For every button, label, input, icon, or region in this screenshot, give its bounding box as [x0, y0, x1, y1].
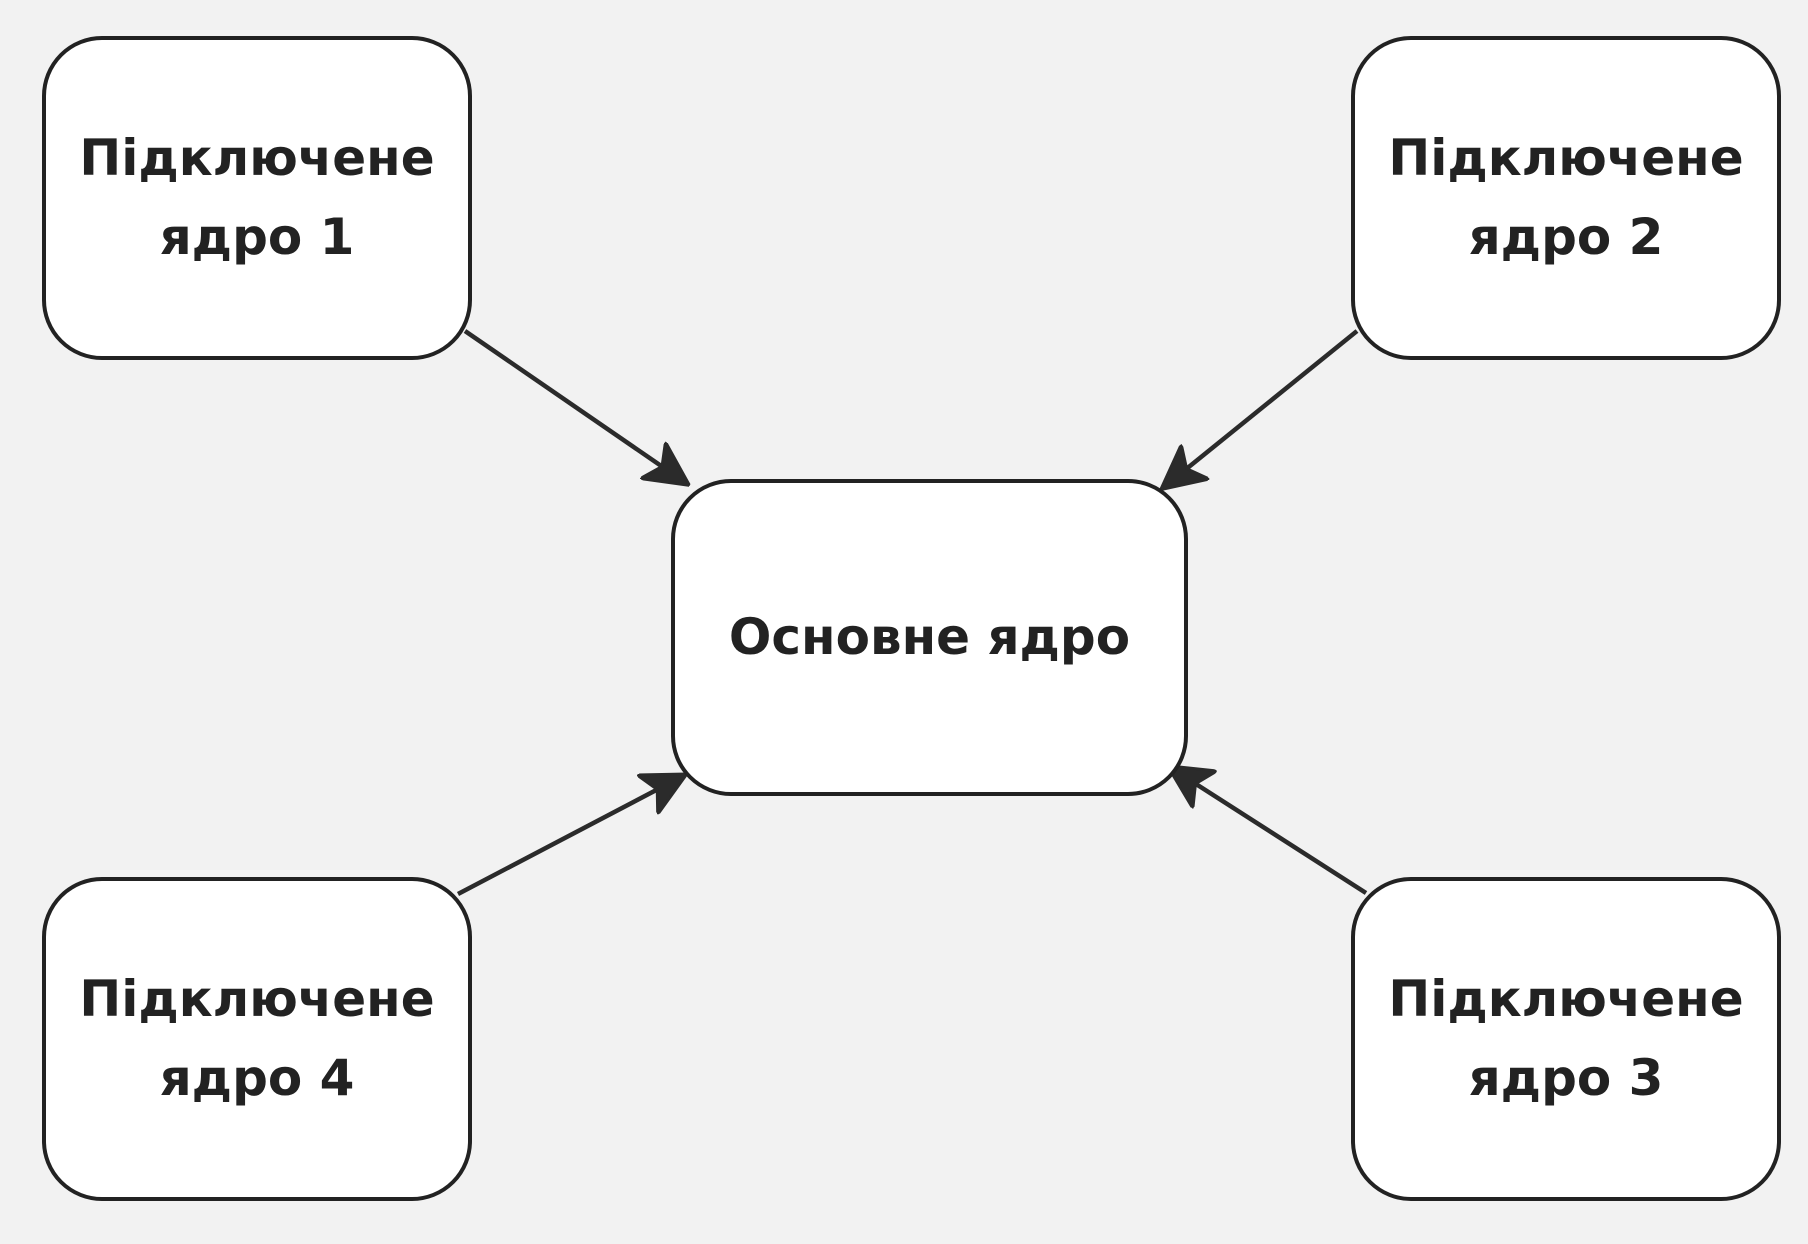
node-connected-core-2: Підключене ядро 2	[1351, 36, 1781, 360]
node-label-line1: Підключене	[79, 970, 435, 1028]
edge-core-2-to-center	[1164, 329, 1359, 487]
edge-core-3-to-center	[1171, 768, 1368, 895]
node-connected-core-3: Підключене ядро 3	[1351, 877, 1781, 1201]
node-connected-core-1: Підключене ядро 1	[42, 36, 472, 360]
node-main-core: Основне ядро	[671, 479, 1188, 796]
node-label-main: Основне ядро	[728, 608, 1131, 666]
node-label-line1: Підключене	[1388, 129, 1744, 187]
node-label-line2: ядро 2	[1468, 208, 1664, 266]
node-label-line1: Підключене	[1388, 970, 1744, 1028]
node-label-line1: Підключене	[79, 129, 435, 187]
node-label-line2: ядро 1	[159, 208, 355, 266]
edge-core-1-to-center	[463, 329, 686, 483]
edge-core-4-to-center	[456, 776, 683, 896]
node-label-line2: ядро 3	[1468, 1049, 1664, 1107]
node-label-line2: ядро 4	[159, 1049, 355, 1107]
node-connected-core-4: Підключене ядро 4	[42, 877, 472, 1201]
